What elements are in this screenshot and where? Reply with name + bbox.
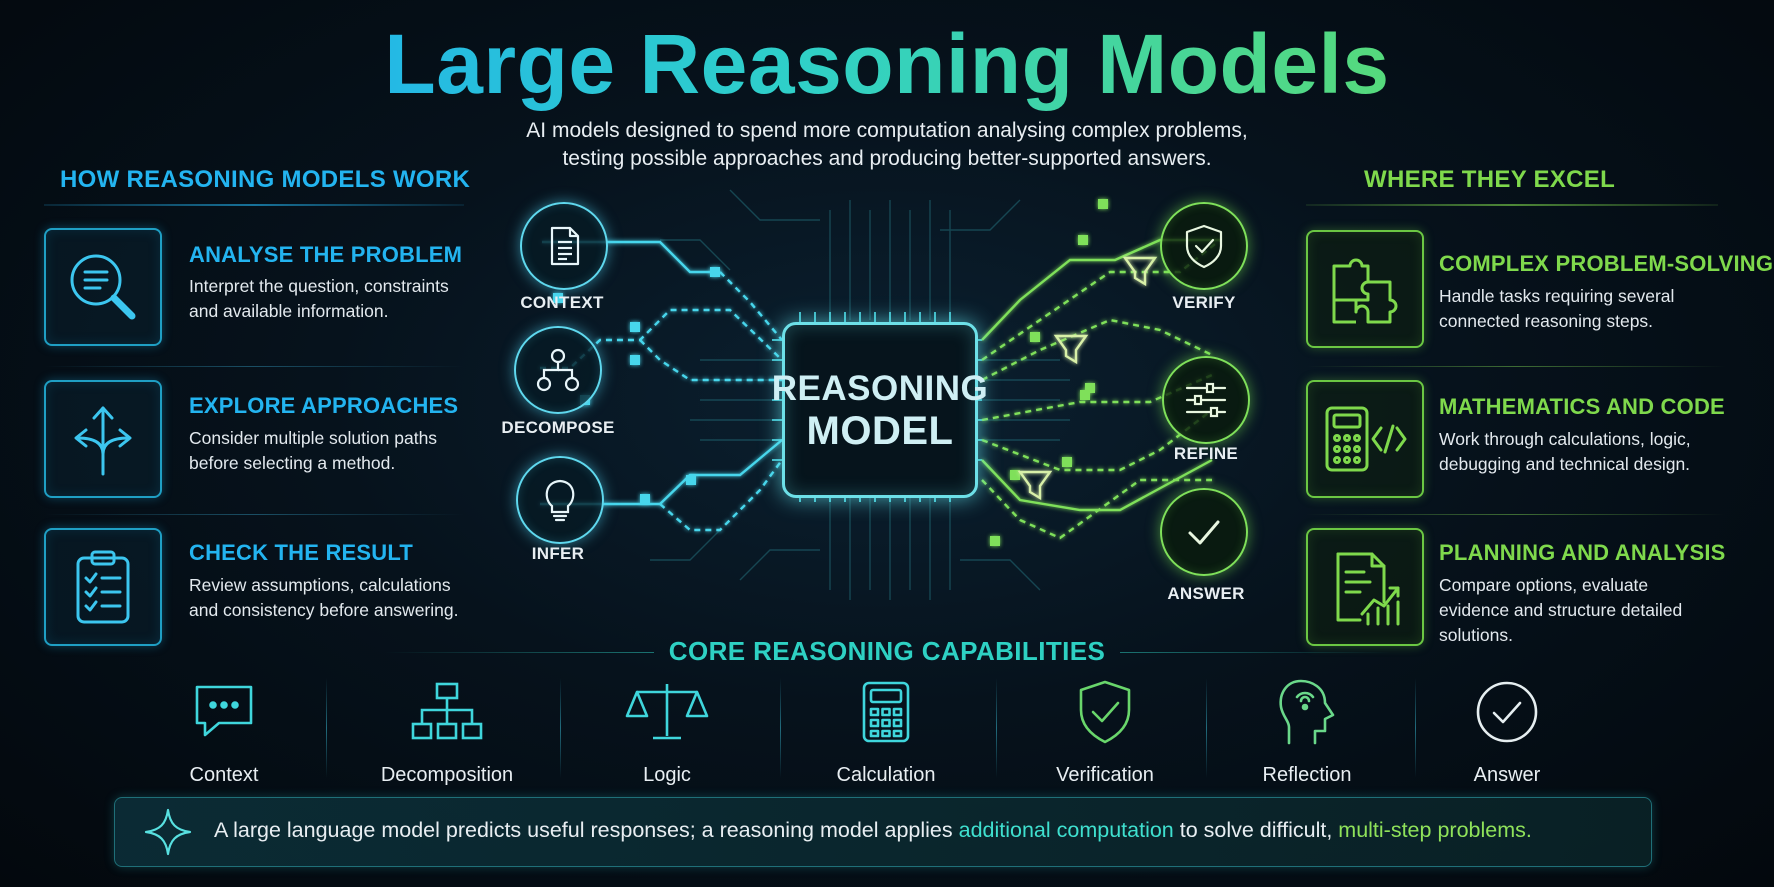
infer-node [516,456,604,544]
verify-label: VERIFY [1172,293,1236,312]
page-title: Large Reasoning Models [0,14,1774,114]
chat-bubble-icon [195,685,253,737]
report-chart-icon [1336,552,1400,626]
analyse-desc: Interpret the question, constraints and … [189,276,449,321]
planning-title: PLANNING AND ANALYSIS [1439,540,1726,565]
footer-banner [114,797,1652,867]
footer-highlight-2: multi-step problems. [1338,818,1532,842]
calculator-icon [862,681,910,743]
left-heading-underline [44,204,464,206]
capability-decomposition: Decomposition [347,676,547,787]
scales-icon [625,684,709,740]
capability-separator [780,678,781,778]
context-node [520,202,608,290]
magnifier-document-icon [70,254,136,320]
clipboard-checklist-icon [76,550,130,624]
document-icon [550,226,580,266]
capability-answer: Answer [1407,676,1607,787]
footer-highlight-1: additional computation [958,818,1174,842]
checkmark-icon [1188,520,1220,545]
planning-card-icon-box [1306,528,1424,646]
refine-label: REFINE [1173,444,1239,463]
refine-node [1162,356,1250,444]
analyse-card-icon-box [44,228,162,346]
planning-desc: Compare options, evaluate evidence and s… [1439,575,1683,645]
explore-card-icon-box [44,380,162,498]
capability-separator [1206,678,1207,778]
checkmark-circle-icon [1476,681,1538,743]
left-divider-2 [44,514,464,515]
math-desc: Work through calculations, logic, debugg… [1439,429,1691,474]
capability-calculation: Calculation [786,676,986,787]
capabilities-rule-right [1120,652,1390,653]
capability-separator [560,678,561,778]
shield-check-icon [1185,224,1223,269]
context-label: CONTEXT [520,293,604,312]
reasoning-model-chip: REASONING MODEL [772,322,988,498]
left-divider-1 [44,366,464,367]
hierarchy-icon [536,348,580,392]
calculator-code-icon [1325,406,1407,472]
shield-check-icon [1079,680,1131,744]
check-desc: Review assumptions, calculations and con… [189,575,459,620]
chip-label-line-1: REASONING [771,369,989,408]
infer-label: INFER [531,544,585,563]
footer-text: A large language model predicts useful r… [214,818,1532,843]
capabilities-rule-left [384,652,654,653]
decompose-node [514,326,602,414]
answer-node [1160,488,1248,576]
capability-context-label: Context [189,764,259,786]
right-section-heading: WHERE THEY EXCEL [1364,166,1616,193]
circuit-diagram [540,189,1221,600]
math-title: MATHEMATICS AND CODE [1439,394,1725,419]
sparkle-icon [144,808,192,856]
split-arrows-icon [74,406,132,476]
capability-answer-label: Answer [1473,764,1541,786]
left-section-heading: HOW REASONING MODELS WORK [60,166,471,193]
math-card-icon-box [1306,380,1424,498]
lightbulb-icon [545,479,575,522]
head-profile-icon [1279,679,1335,745]
right-divider-2 [1306,514,1726,515]
sliders-icon [1185,382,1227,418]
capability-reflection: Reflection [1207,676,1407,787]
capability-context: Context [124,676,324,787]
capability-logic-label: Logic [643,764,691,786]
capability-separator [326,678,327,778]
explore-title: EXPLORE APPROACHES [189,393,459,418]
complex-title: COMPLEX PROBLEM-SOLVING [1439,251,1774,276]
complex-card-icon-box [1306,230,1424,348]
complex-desc: Handle tasks requiring several connected… [1439,286,1675,331]
explore-desc: Consider multiple solution paths before … [189,428,438,473]
footer-text-part-2: to solve difficult, [1173,818,1339,842]
analyse-title: ANALYSE THE PROBLEM [189,242,463,267]
verify-node [1160,202,1248,290]
hierarchy-icon [411,682,483,740]
capability-separator [996,678,997,778]
subtitle-line-2: testing possible approaches and producin… [562,147,1212,170]
capability-calculation-label: Calculation [836,764,936,786]
capability-verification-label: Verification [1056,764,1154,786]
capability-decomposition-label: Decomposition [380,764,514,786]
chip-label-line-2: MODEL [806,409,954,453]
answer-label: ANSWER [1167,584,1245,603]
footer-text-part-1: A large language model predicts useful r… [214,818,959,842]
capability-separator [1415,678,1416,778]
puzzle-icon [1332,258,1398,324]
capability-verification: Verification [1005,676,1205,787]
check-title: CHECK THE RESULT [189,540,414,565]
capabilities-heading: CORE REASONING CAPABILITIES [668,636,1106,666]
subtitle-line-1: AI models designed to spend more computa… [526,119,1248,142]
decompose-label: DECOMPOSE [501,418,615,437]
capability-logic: Logic [567,676,767,787]
capability-reflection-label: Reflection [1262,764,1352,786]
right-divider-1 [1306,366,1726,367]
check-card-icon-box [44,528,162,646]
right-heading-underline [1306,204,1718,206]
